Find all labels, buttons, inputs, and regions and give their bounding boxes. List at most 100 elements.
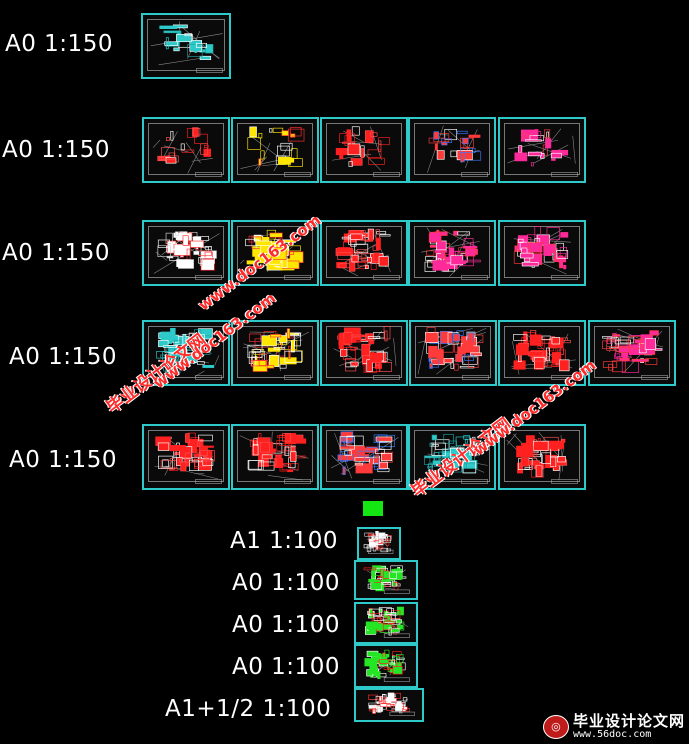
plan-element [452, 333, 460, 342]
sheet-row5-1[interactable] [142, 424, 230, 490]
plan-element [283, 463, 291, 467]
sheet-row2-1[interactable] [142, 117, 230, 183]
plan-element [612, 334, 621, 337]
sheet-drawing [424, 433, 488, 484]
sheet-frame [504, 226, 580, 278]
sheet-row1-1[interactable] [141, 13, 231, 79]
plan-element [449, 459, 460, 469]
plan-element [369, 544, 378, 548]
plan-element [450, 255, 464, 266]
plan-element [200, 143, 209, 155]
plan-element [520, 457, 529, 467]
sheet-row4-6[interactable] [588, 320, 676, 386]
plan-element [277, 145, 290, 157]
sheet-row3-4[interactable] [408, 220, 496, 286]
sheet-row2-4[interactable] [408, 117, 496, 183]
plan-element [382, 623, 393, 631]
plan-element [254, 256, 272, 264]
plan-element [441, 142, 448, 146]
detail-sheet-3[interactable] [354, 602, 418, 644]
plan-element [472, 446, 477, 453]
title-block [373, 375, 400, 380]
plan-element [186, 339, 191, 350]
plan-element [462, 453, 475, 464]
sheet-row5-5[interactable] [498, 424, 586, 490]
plan-element [557, 456, 566, 463]
sheet-frame [504, 123, 580, 175]
plan-element [166, 348, 177, 358]
plan-element [378, 659, 390, 664]
sheet-row4-4[interactable] [409, 320, 497, 386]
plan-element [462, 340, 474, 353]
detail-sheet-4[interactable] [354, 644, 418, 688]
detail-sheet-1[interactable] [357, 527, 401, 560]
plan-element [364, 658, 378, 667]
detail-sheet-5[interactable] [354, 688, 424, 722]
sheet-row4-1[interactable] [142, 320, 230, 386]
plan-element [550, 456, 557, 467]
plan-element [165, 360, 181, 373]
plan-element [285, 332, 300, 336]
plan-element [164, 41, 179, 46]
plan-element [429, 337, 434, 341]
sheet-drawing [427, 125, 488, 177]
plan-element [346, 129, 352, 142]
plan-element [378, 361, 392, 372]
logo-title: 毕业设计论文网 [572, 712, 685, 730]
site-logo[interactable]: ◎ 毕业设计论文网 www.56doc.com [542, 712, 685, 740]
plan-element [182, 333, 187, 347]
plan-element [518, 238, 524, 243]
sheet-row5-4[interactable] [408, 424, 496, 490]
drawing-line [187, 146, 202, 174]
sheet-row5-2[interactable] [231, 424, 319, 490]
sheet-row2-5[interactable] [498, 117, 586, 183]
sheet-row5-3[interactable] [320, 424, 408, 490]
plan-element [165, 37, 169, 50]
plan-element [606, 336, 611, 345]
plan-element [378, 700, 386, 704]
title-block [551, 172, 578, 177]
sheet-row3-5[interactable] [498, 220, 586, 286]
plan-element [193, 236, 210, 241]
sheet-drawing [150, 21, 223, 73]
plan-element [196, 449, 210, 460]
sheet-drawing [332, 126, 400, 177]
sheet-frame [237, 226, 313, 278]
title-block [284, 172, 311, 177]
plan-element [286, 328, 291, 339]
plan-element [200, 258, 215, 271]
plan-element [368, 578, 377, 583]
drawing-line [506, 433, 517, 445]
sheet-row4-2[interactable] [231, 320, 319, 386]
sheet-row4-5[interactable] [498, 320, 586, 386]
sheet-row2-2[interactable] [231, 117, 319, 183]
plan-element [192, 334, 205, 340]
sheet-row2-3[interactable] [320, 117, 408, 183]
sheet-row4-3[interactable] [320, 320, 408, 386]
drawing-line [240, 259, 245, 264]
detail-1-scale-label: A1 1:100 [230, 528, 338, 554]
sheet-frame [148, 123, 224, 175]
detail-sheet-2[interactable] [354, 560, 418, 600]
plan-element [385, 538, 390, 546]
plan-element [544, 129, 551, 138]
plan-element [468, 134, 481, 138]
selection-marker[interactable] [363, 501, 383, 516]
plan-element [195, 247, 199, 250]
plan-element [341, 236, 351, 240]
plan-element [198, 328, 213, 340]
plan-element [247, 460, 262, 470]
title-block [551, 275, 578, 280]
sheet-row3-2[interactable] [231, 220, 319, 286]
sheet-row3-3[interactable] [320, 220, 408, 286]
plan-element [157, 239, 171, 248]
plan-element [278, 238, 283, 246]
plan-element [368, 694, 378, 700]
plan-element [617, 345, 630, 349]
plan-element [378, 256, 389, 267]
plan-element [467, 259, 481, 263]
sheet-row3-1[interactable] [142, 220, 230, 286]
plan-element [372, 673, 378, 677]
plan-element [534, 359, 544, 370]
